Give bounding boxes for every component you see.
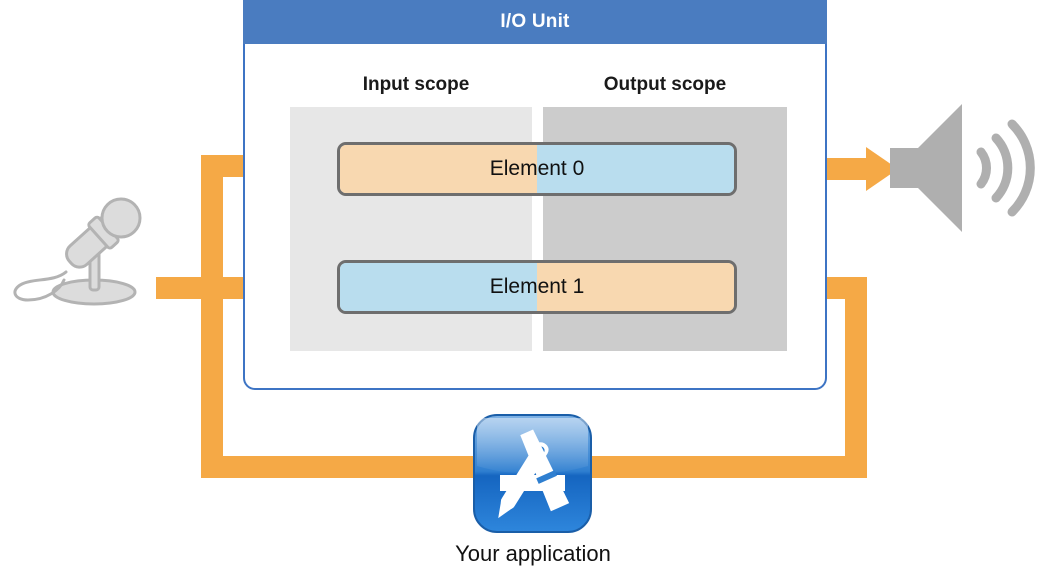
microphone-icon: [4, 196, 156, 308]
output-scope-heading: Output scope: [603, 74, 727, 95]
flow-right-riser: [845, 277, 867, 478]
flow-element0-to-speaker-head: [866, 147, 898, 191]
element-1-output-half: [537, 263, 734, 311]
speaker-cone: [890, 104, 962, 232]
element-0-bar[interactable]: Element 0: [337, 142, 737, 196]
speaker-waves: [976, 119, 1035, 217]
element-0-output-half: [537, 145, 734, 193]
speaker-icon: [888, 100, 1036, 236]
flow-app-to-left-bottom: [201, 456, 533, 478]
io-unit-header: I/O Unit: [243, 0, 827, 44]
element-0-label: Element 0: [489, 157, 585, 180]
app-store-icon[interactable]: [473, 414, 592, 533]
element-0-input-half: [340, 145, 537, 193]
element-1-bar[interactable]: Element 1: [337, 260, 737, 314]
application-caption: Your application: [455, 541, 611, 566]
input-scope-heading: Input scope: [362, 74, 470, 95]
element-1-label: Element 1: [489, 275, 585, 298]
app-icon-ruler: [520, 429, 570, 512]
element-1-input-half: [340, 263, 537, 311]
io-unit-title: I/O Unit: [500, 11, 570, 32]
flow-right-to-app-bottom: [533, 456, 867, 478]
flow-left-riser: [201, 155, 223, 478]
